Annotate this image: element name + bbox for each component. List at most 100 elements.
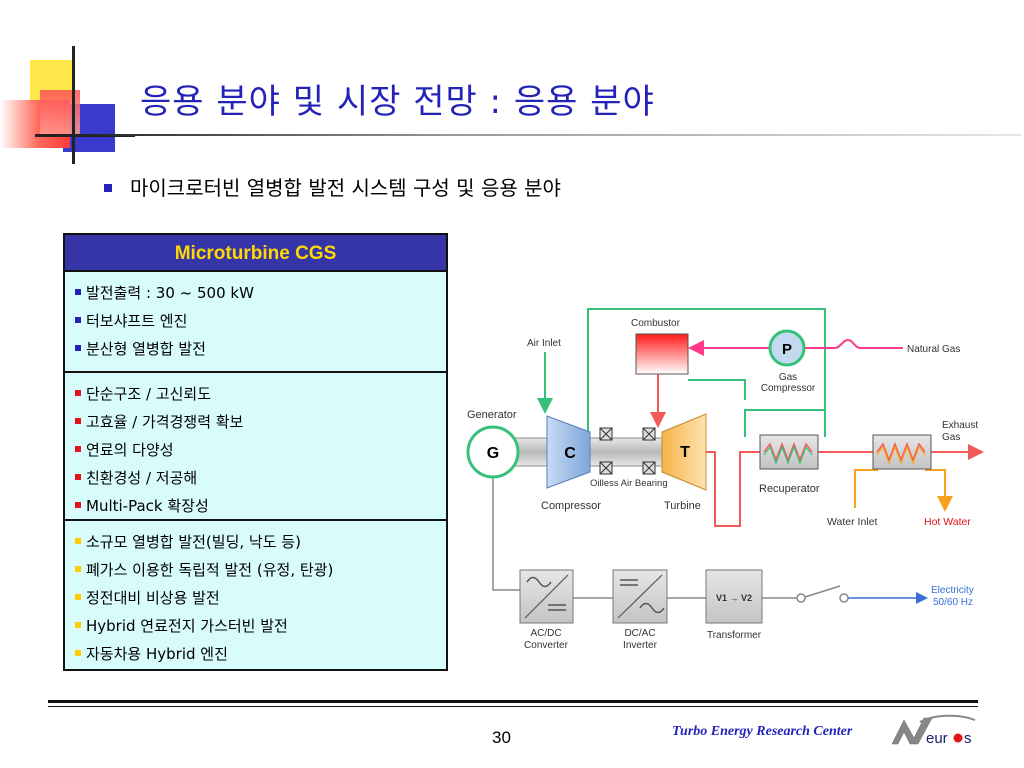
compressor-letter: C — [564, 445, 576, 462]
recup-to-combustor-line — [688, 379, 746, 400]
page-number: 30 — [492, 728, 511, 747]
microturbine-cgs-table: Microturbine CGS 발전출력 : 30 ~ 500 kW 터보샤프… — [63, 233, 448, 671]
combustor — [635, 333, 689, 375]
bullet-icon — [75, 501, 81, 508]
list-item-text: 터보샤프트 엔진 — [86, 312, 188, 330]
transformer — [705, 569, 763, 624]
natural-gas-line — [805, 338, 903, 349]
bullet-icon — [75, 593, 81, 600]
bullet-icon — [75, 473, 81, 480]
air-flow-line — [587, 308, 826, 437]
organization-name: Turbo Energy Research Center — [672, 724, 853, 739]
generator-output-line — [492, 478, 520, 591]
heat-exchanger-coil-2 — [876, 445, 926, 465]
dcac-label-2: Inverter — [623, 640, 658, 651]
list-item-text: 폐가스 이용한 독립적 발전 (유정, 탄광) — [86, 561, 334, 579]
table-section-specs: 발전출력 : 30 ~ 500 kW 터보샤프트 엔진 분산형 열병합 발전 — [65, 272, 446, 373]
footer-rule — [48, 700, 978, 703]
list-item-text: 단순구조 / 고신뢰도 — [86, 385, 211, 403]
ac-wave-icon-2 — [639, 602, 665, 614]
gas-compressor-label-2: Compressor — [761, 383, 816, 394]
air-to-recuperator-line — [744, 409, 825, 437]
list-item-text: 분산형 열병합 발전 — [86, 340, 206, 358]
generator — [466, 425, 520, 479]
turbine-label: Turbine — [664, 500, 701, 512]
exhaust-label-1: Exhaust — [942, 420, 978, 431]
gas-compressor — [768, 329, 806, 367]
gas-compressor-label-1: Gas — [779, 372, 797, 383]
turbine-exhaust-line — [706, 451, 760, 527]
recuperator-label: Recuperator — [759, 483, 820, 495]
generator-letter: G — [487, 445, 499, 462]
gas-compressor-letter: P — [782, 341, 792, 358]
svg-text:eur: eur — [926, 730, 948, 747]
recuperator — [759, 434, 819, 470]
list-item: 터보샤프트 엔진 — [75, 307, 446, 335]
air-inlet-label: Air Inlet — [527, 338, 561, 349]
bullet-icon — [75, 649, 81, 656]
list-item-text: Multi-Pack 확장성 — [86, 497, 209, 515]
euros-logo-icon: eur s — [891, 714, 976, 747]
bullet-icon — [75, 344, 81, 351]
water-inlet-label: Water Inlet — [827, 516, 877, 528]
generator-label: Generator — [467, 409, 517, 421]
compressor — [546, 415, 591, 489]
bullet-icon — [75, 316, 81, 323]
list-item-text: Hybrid 연료전지 가스터빈 발전 — [86, 617, 288, 635]
list-item: 자동차용 Hybrid 엔진 — [75, 640, 446, 668]
hot-water-label: Hot Water — [924, 516, 971, 528]
transformer-label: Transformer — [707, 630, 762, 641]
heat-exchanger — [872, 434, 932, 470]
dcac-label-1: DC/AC — [624, 628, 655, 639]
table-section-features: 단순구조 / 고신뢰도 고효율 / 가격경쟁력 확보 연료의 다양성 친환경성 … — [65, 373, 446, 521]
table-header: Microturbine CGS — [65, 235, 446, 272]
list-item: 고효율 / 가격경쟁력 확보 — [75, 408, 446, 436]
list-item: Multi-Pack 확장성 — [75, 492, 446, 520]
decor-vertical-line — [72, 46, 75, 164]
compressor-label: Compressor — [541, 500, 601, 512]
natural-gas-label: Natural Gas — [907, 344, 960, 355]
subtitle-row: 마이크로터빈 열병합 발전 시스템 구성 및 응용 분야 — [104, 172, 561, 201]
bullet-icon — [75, 621, 81, 628]
water-inlet-line — [854, 469, 878, 508]
turbine — [661, 413, 707, 491]
electricity-label-2: 50/60 Hz — [933, 597, 973, 608]
switch-blade — [804, 585, 841, 598]
ac-wave-icon — [526, 576, 552, 588]
combustor-label: Combustor — [631, 318, 681, 329]
transformer-ratio: V1 → V2 — [716, 593, 752, 603]
list-item: 폐가스 이용한 독립적 발전 (유정, 탄광) — [75, 556, 446, 584]
list-item-text: 고효율 / 가격경쟁력 확보 — [86, 413, 244, 431]
table-section-applications: 소규모 열병합 발전(빌딩, 낙도 등) 폐가스 이용한 독립적 발전 (유정,… — [65, 521, 446, 673]
bearing-label: Oilless Air Bearing — [590, 478, 668, 489]
list-item: 단순구조 / 고신뢰도 — [75, 380, 446, 408]
turbine-letter: T — [680, 444, 690, 461]
acdc-label-1: AC/DC — [530, 628, 561, 639]
bullet-icon — [75, 389, 81, 396]
bearing-icon — [599, 427, 656, 475]
switch-node-left — [796, 593, 806, 603]
list-item: 발전출력 : 30 ~ 500 kW — [75, 279, 446, 307]
switch-node-right — [839, 593, 849, 603]
list-item: 정전대비 비상용 발전 — [75, 584, 446, 612]
slide-subtitle: 마이크로터빈 열병합 발전 시스템 구성 및 응용 분야 — [130, 176, 561, 200]
footer-rule-thin — [48, 706, 978, 707]
list-item: Hybrid 연료전지 가스터빈 발전 — [75, 612, 446, 640]
bullet-icon — [75, 445, 81, 452]
list-item-text: 정전대비 비상용 발전 — [86, 589, 220, 607]
bullet-icon — [75, 565, 81, 572]
inverter-slash — [617, 574, 663, 619]
list-item: 소규모 열병합 발전(빌딩, 낙도 등) — [75, 528, 446, 556]
bullet-icon — [75, 288, 81, 295]
microturbine-schematic: G Generator C Compressor Oilless Air Bea… — [466, 308, 984, 651]
svg-text:s: s — [964, 730, 972, 747]
electricity-label-1: Electricity — [931, 585, 974, 596]
recuperator-coil-2 — [763, 445, 813, 465]
hot-water-arrow — [925, 469, 953, 512]
list-item-text: 연료의 다양성 — [86, 441, 174, 459]
list-item-text: 발전출력 : 30 ~ 500 kW — [86, 284, 254, 302]
heat-exchanger-coil — [876, 441, 926, 463]
bullet-icon — [75, 537, 81, 544]
converter-slash — [524, 574, 569, 619]
list-item-text: 친환경성 / 저공해 — [86, 469, 198, 487]
